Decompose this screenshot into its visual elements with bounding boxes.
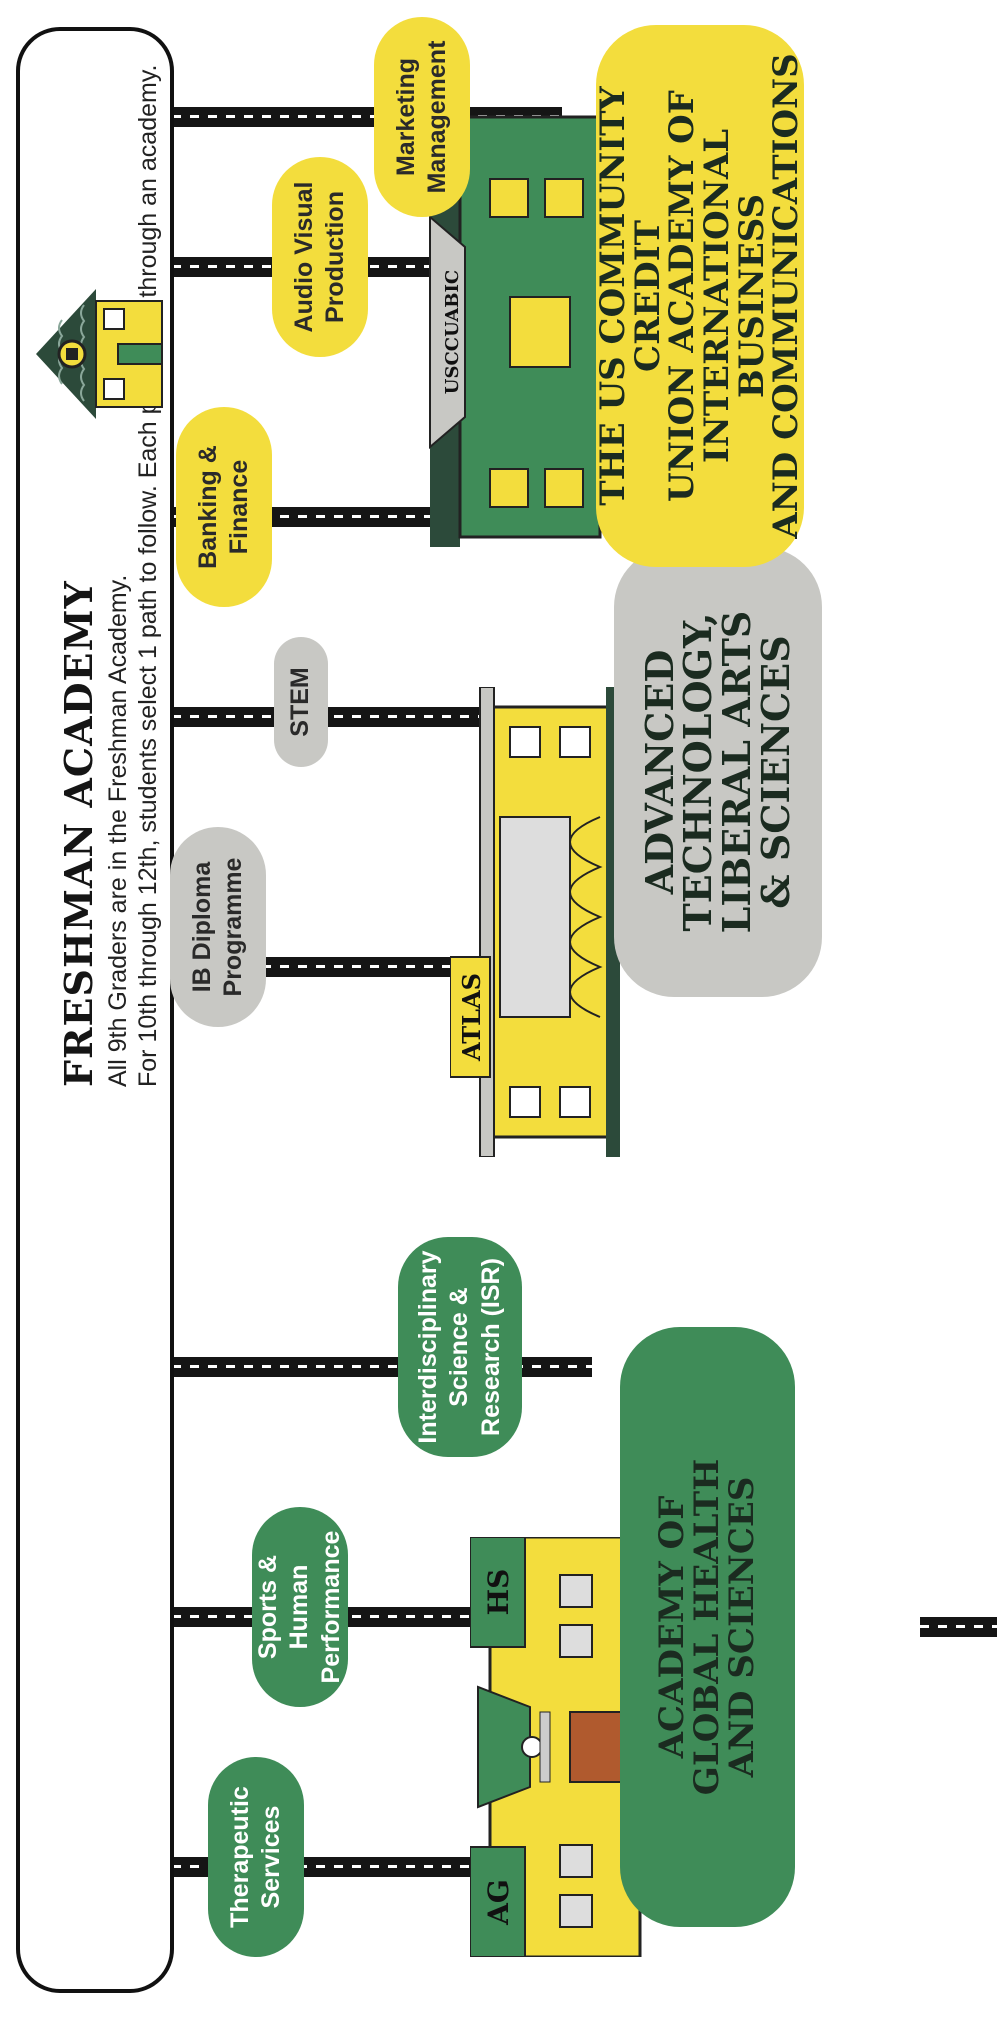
header-line-2: For 10th through 12th, students select 1… — [134, 64, 162, 1087]
road-isr — [172, 1357, 592, 1377]
path-isr[interactable]: Interdisciplinary Science & Research (IS… — [398, 1237, 522, 1457]
page-title: FRESHMAN ACADEMY — [56, 580, 101, 1087]
header-line-1: All 9th Graders are in the Freshman Acad… — [104, 574, 132, 1087]
usccuabic-sign: USCCUABIC — [442, 270, 463, 394]
freshman-house-icon — [36, 289, 163, 419]
path-therapeutic-services[interactable]: Therapeutic Services — [208, 1757, 304, 1957]
atlas-sign: ATLAS — [457, 973, 486, 1062]
usccuabic-building-icon: USCCUABIC — [429, 107, 602, 547]
academy-atlas[interactable]: ADVANCED TECHNOLOGY, LIBERAL ARTS & SCIE… — [614, 547, 822, 997]
aghs-sign-left: AG — [482, 1879, 515, 1926]
path-ib-diploma[interactable]: IB Diploma Programme — [170, 827, 266, 1027]
path-marketing[interactable]: Marketing Management — [374, 17, 470, 217]
atlas-building-icon: ATLAS — [450, 687, 620, 1157]
road-aghs-exit — [920, 1617, 997, 1637]
path-sports-human-performance[interactable]: Sports & Human Performance — [252, 1507, 348, 1707]
academy-global-health-sciences[interactable]: ACADEMY OF GLOBAL HEALTH AND SCIENCES — [620, 1327, 795, 1927]
aghs-sign-right: HS — [482, 1569, 515, 1616]
path-audio-visual[interactable]: Audio Visual Production — [272, 157, 368, 357]
academy-usccuabic[interactable]: THE US COMMUNITY CREDIT UNION ACADEMY OF… — [593, 25, 806, 567]
path-stem[interactable]: STEM — [274, 637, 328, 767]
path-banking-finance[interactable]: Banking & Finance — [176, 407, 272, 607]
